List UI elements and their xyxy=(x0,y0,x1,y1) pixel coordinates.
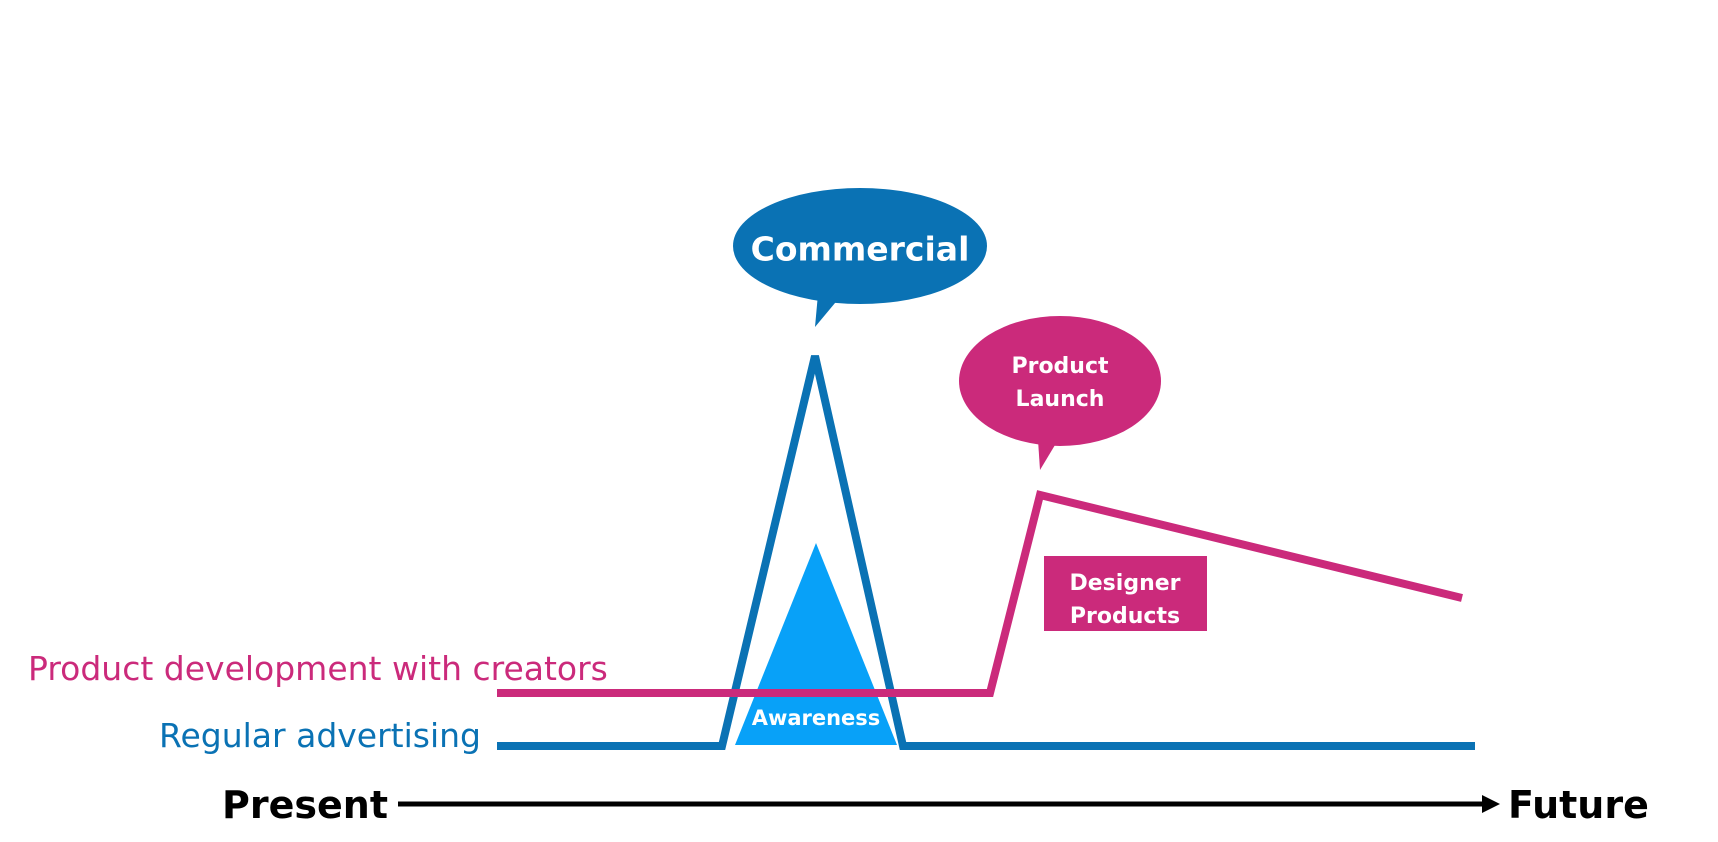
designer-products-text-line1: Designer xyxy=(1070,571,1181,596)
product-launch-callout-tail xyxy=(1038,440,1058,470)
time-axis-start-label: Present xyxy=(222,783,388,827)
time-axis-arrowhead xyxy=(1482,795,1500,813)
product-launch-callout: Product Launch xyxy=(959,316,1161,470)
designer-products-text-line2: Products xyxy=(1070,604,1180,629)
regular-advertising-label: Regular advertising xyxy=(159,716,481,755)
product-launch-callout-text-line1: Product xyxy=(1011,354,1109,379)
commercial-callout-text: Commercial xyxy=(751,230,970,269)
designer-products-box-bg xyxy=(1044,556,1207,631)
awareness-label: Awareness xyxy=(752,706,881,730)
product-development-line xyxy=(497,490,1463,697)
regular-advertising-line xyxy=(497,355,1475,750)
commercial-callout: Commercial xyxy=(733,188,987,327)
product-launch-callout-text-line2: Launch xyxy=(1016,387,1105,412)
commercial-callout-bubble xyxy=(733,188,987,304)
designer-products-box: Designer Products xyxy=(1044,556,1207,631)
time-axis-end-label: Future xyxy=(1508,783,1649,827)
product-development-label: Product development with creators xyxy=(28,649,608,688)
product-launch-callout-bubble xyxy=(959,316,1161,446)
